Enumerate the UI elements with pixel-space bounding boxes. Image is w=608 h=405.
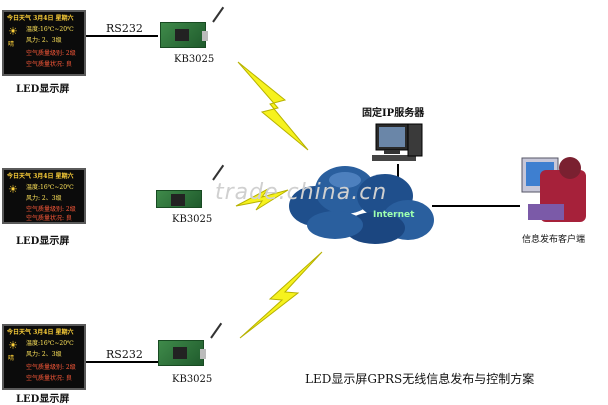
led-row-air-level: 空气质量级别: 2级 — [26, 206, 76, 213]
client-label: 信息发布客户端 — [522, 235, 586, 245]
led-screen-top: 今日天气 3月4日 星期六 ☀ 晴 温度:16℃~20℃ 风力: 2、3级 空气… — [2, 10, 86, 76]
gprs-module-top — [160, 22, 208, 48]
sun-icon: ☀ — [8, 183, 18, 196]
led-row-title: 今日天气 3月4日 星期六 — [7, 15, 74, 22]
server-label: 固定IP服务器 — [362, 108, 425, 119]
lightning-bolt-middle — [235, 188, 289, 211]
client-workstation-icon — [521, 157, 586, 222]
module-label-bottom: KB3025 — [172, 374, 213, 385]
led-row-wind: 风力: 2、3级 — [26, 351, 62, 358]
sun-icon: ☀ — [8, 25, 18, 38]
gprs-module-bottom — [158, 340, 206, 366]
module-port — [200, 349, 206, 359]
lightning-bolt-bottom — [239, 251, 323, 339]
led-screen-bottom: 今日天气 3月4日 星期六 ☀ 晴 温度:16℃~20℃ 风力: 2、3级 空气… — [2, 324, 86, 390]
led-row-temp: 温度:16℃~20℃ — [26, 340, 74, 347]
led-label-middle: LED显示屏 — [16, 236, 70, 247]
internet-cloud — [289, 166, 434, 244]
led-row-air-status: 空气质量状况: 良 — [26, 375, 72, 382]
module-label-top: KB3025 — [174, 54, 215, 65]
internet-label: Internet — [373, 210, 415, 220]
server-computer-icon — [372, 123, 423, 161]
module-chip — [171, 194, 185, 206]
lightning-bolt-top — [237, 61, 309, 151]
led-screen-middle: 今日天气 3月4日 星期六 ☀ 温度:16℃~20℃ 风力: 2、3级 空气质量… — [2, 168, 86, 224]
led-row-title: 今日天气 3月4日 星期六 — [7, 173, 74, 180]
led-row-temp: 温度:16℃~20℃ — [26, 26, 74, 33]
led-label-top: LED显示屏 — [16, 84, 70, 95]
rs232-label-bottom: RS232 — [106, 348, 143, 361]
led-row-wind: 风力: 2、3级 — [26, 37, 62, 44]
diagram-caption: LED显示屏GPRS无线信息发布与控制方案 — [305, 372, 535, 386]
module-chip — [175, 29, 189, 41]
led-label-bottom: LED显示屏 — [16, 394, 70, 405]
led-row-air-level: 空气质量级别: 2级 — [26, 364, 76, 371]
led-row-wind: 风力: 2、3级 — [26, 195, 62, 202]
led-row-air-status: 空气质量状况: 良 — [26, 215, 72, 222]
weather-word: 晴 — [8, 41, 15, 48]
module-label-middle: KB3025 — [172, 214, 213, 225]
led-row-title: 今日天气 3月4日 星期六 — [7, 329, 74, 336]
rs232-label-top: RS232 — [106, 22, 143, 35]
module-chip — [173, 347, 187, 359]
module-port — [202, 31, 208, 41]
weather-word: 晴 — [8, 355, 15, 362]
gprs-module-middle — [156, 190, 202, 208]
watermark-text: trade.china.cn — [215, 180, 388, 205]
sun-icon: ☀ — [8, 339, 18, 352]
led-row-air-status: 空气质量状况: 良 — [26, 61, 72, 68]
led-row-temp: 温度:16℃~20℃ — [26, 184, 74, 191]
led-row-air-level: 空气质量级别: 2级 — [26, 50, 76, 57]
